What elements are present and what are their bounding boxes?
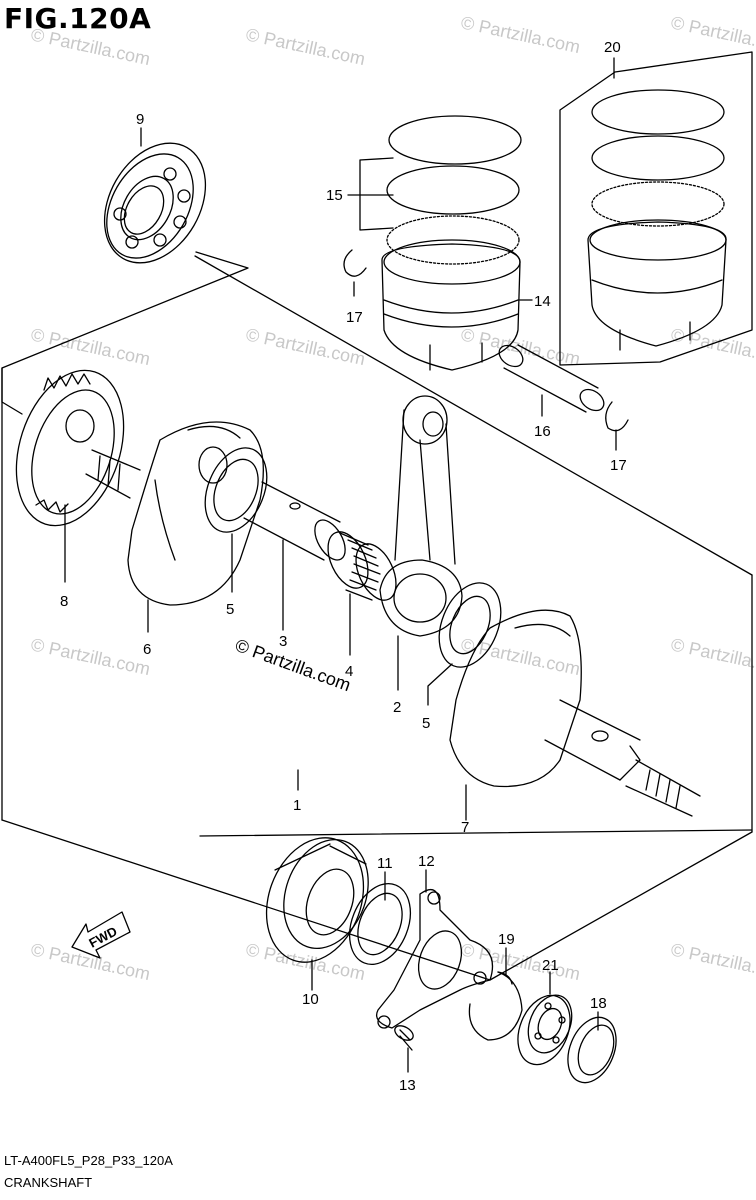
callout-8: 8 (60, 593, 68, 610)
screw-13 (394, 1025, 414, 1073)
piston-14 (381, 239, 533, 371)
section-name: CRANKSHAFT (4, 1175, 93, 1190)
callout-6: 6 (143, 641, 151, 658)
callout-10: 10 (302, 991, 319, 1008)
thrust-washer-5a (204, 447, 268, 593)
figure-title: FIG.120A (4, 2, 152, 35)
callout-19: 19 (498, 931, 515, 948)
watermark: © Partzilla.com (244, 24, 367, 69)
callout-18: 18 (590, 995, 607, 1012)
callout-9: 9 (136, 111, 144, 128)
oil-seal-11 (348, 871, 412, 965)
watermark: © Partzilla.com (459, 939, 582, 984)
watermark: © Partzilla.com (29, 324, 152, 369)
bearing-21 (517, 971, 573, 1066)
callout-15: 15 (326, 187, 343, 204)
callout-7: 7 (461, 819, 469, 836)
callout-17a: 17 (346, 309, 363, 326)
circlip-19 (468, 947, 523, 1041)
thrust-washer-5b (427, 582, 502, 706)
watermark: © Partzilla.com (459, 12, 582, 57)
watermark: © Partzilla.com (669, 324, 756, 369)
callout-12: 12 (418, 853, 435, 870)
crank-pin-3 (243, 481, 346, 631)
callout-11: 11 (377, 855, 393, 872)
bearing-9 (103, 127, 207, 264)
callout-17b: 17 (610, 457, 627, 474)
piston-set-outline (559, 51, 753, 366)
bearing-10 (265, 837, 369, 991)
circlip-17a (343, 249, 367, 297)
callout-21: 21 (542, 957, 559, 974)
callout-14: 14 (534, 293, 551, 310)
callout-20: 20 (604, 39, 621, 56)
watermark: © Partzilla.com (669, 12, 756, 57)
watermark: © Partzilla.com (669, 634, 756, 679)
watermark: © Partzilla.com (244, 324, 367, 369)
needle-bearing-4 (327, 531, 397, 656)
watermark: © Partzilla.com (29, 24, 152, 69)
watermark-center: © Partzilla.com (233, 635, 354, 695)
callout-13: 13 (399, 1077, 416, 1094)
watermark: © Partzilla.com (29, 634, 152, 679)
callout-2: 2 (393, 699, 401, 716)
watermark: © Partzilla.com (669, 939, 756, 984)
connecting-rod-2 (379, 395, 463, 691)
piston-pin-16 (498, 344, 605, 417)
piston-set-20 (587, 89, 727, 351)
piston-rings-15 (347, 115, 522, 265)
callout-labels: 20 9 15 14 17 16 17 8 5 3 6 4 2 5 1 7 11… (60, 39, 627, 1094)
oil-seal-18 (567, 1011, 617, 1084)
crank-web-6 (127, 421, 264, 633)
callout-4: 4 (345, 663, 353, 680)
callout-5b: 5 (422, 715, 430, 732)
callout-3: 3 (279, 633, 287, 650)
callout-5a: 5 (226, 601, 234, 618)
circlip-17b (605, 401, 629, 451)
callout-16: 16 (534, 423, 551, 440)
retainer-plate-12 (375, 869, 494, 1029)
callout-1: 1 (293, 797, 301, 814)
gear-8 (15, 369, 141, 583)
watermark: © Partzilla.com (459, 634, 582, 679)
fwd-arrow-icon (71, 911, 131, 959)
model-code: LT-A400FL5_P28_P33_120A (4, 1153, 173, 1168)
crank-web-7 (449, 609, 701, 821)
